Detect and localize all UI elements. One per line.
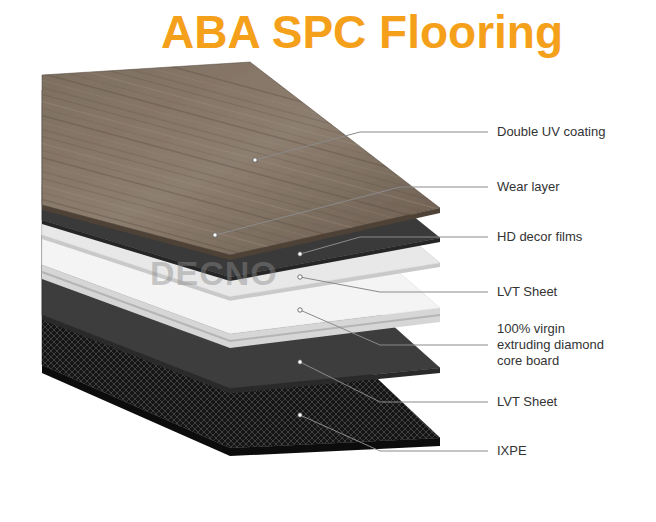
leader-line (255, 132, 488, 160)
leader-line (300, 415, 488, 451)
leader-dot (298, 252, 302, 256)
leader-line (300, 310, 488, 345)
wood-grain (0, 20, 460, 376)
leader-dot (298, 308, 302, 312)
grain-line (0, 111, 460, 236)
grain-line (0, 167, 460, 292)
grain-line (0, 223, 460, 348)
grain-line (0, 216, 460, 341)
grain-line (0, 251, 460, 376)
grain-line (0, 48, 460, 173)
grain-line (0, 76, 460, 201)
leader-line (300, 362, 488, 402)
grain-line (0, 202, 460, 327)
grain-line (0, 97, 460, 222)
grain-line (0, 55, 460, 180)
part-label: HD decor films (497, 229, 582, 245)
grain-line (0, 90, 460, 215)
grain-line (0, 244, 460, 369)
leader-dot (213, 233, 217, 237)
grain-line (0, 118, 460, 243)
part-label: Wear layer (497, 179, 560, 195)
leader-dot (298, 360, 302, 364)
grain-line (0, 104, 460, 229)
part-label: 100% virgin extruding diamond core board (497, 321, 622, 369)
leader-line (300, 277, 488, 292)
part-label: Double UV coating (497, 124, 605, 140)
grain-line (0, 188, 460, 313)
grain-line (0, 139, 460, 264)
leader-dot (298, 275, 302, 279)
grain-line (0, 146, 460, 271)
title: ABA SPC Flooring (161, 6, 563, 58)
leader-line (300, 237, 488, 254)
grain-line (0, 62, 460, 187)
part-label: LVT Sheet (497, 284, 557, 300)
grain-line (0, 209, 460, 334)
grain-line (0, 195, 460, 320)
leader-line (215, 187, 488, 235)
part-label: LVT Sheet (497, 394, 557, 410)
part-label: IXPE (497, 443, 527, 459)
leader-dot (298, 413, 302, 417)
leader-dot (253, 158, 257, 162)
grain-line (0, 41, 460, 166)
grain-line (0, 132, 460, 257)
grain-line (0, 181, 460, 306)
grain-line (0, 237, 460, 362)
watermark: DECNO (150, 254, 278, 292)
